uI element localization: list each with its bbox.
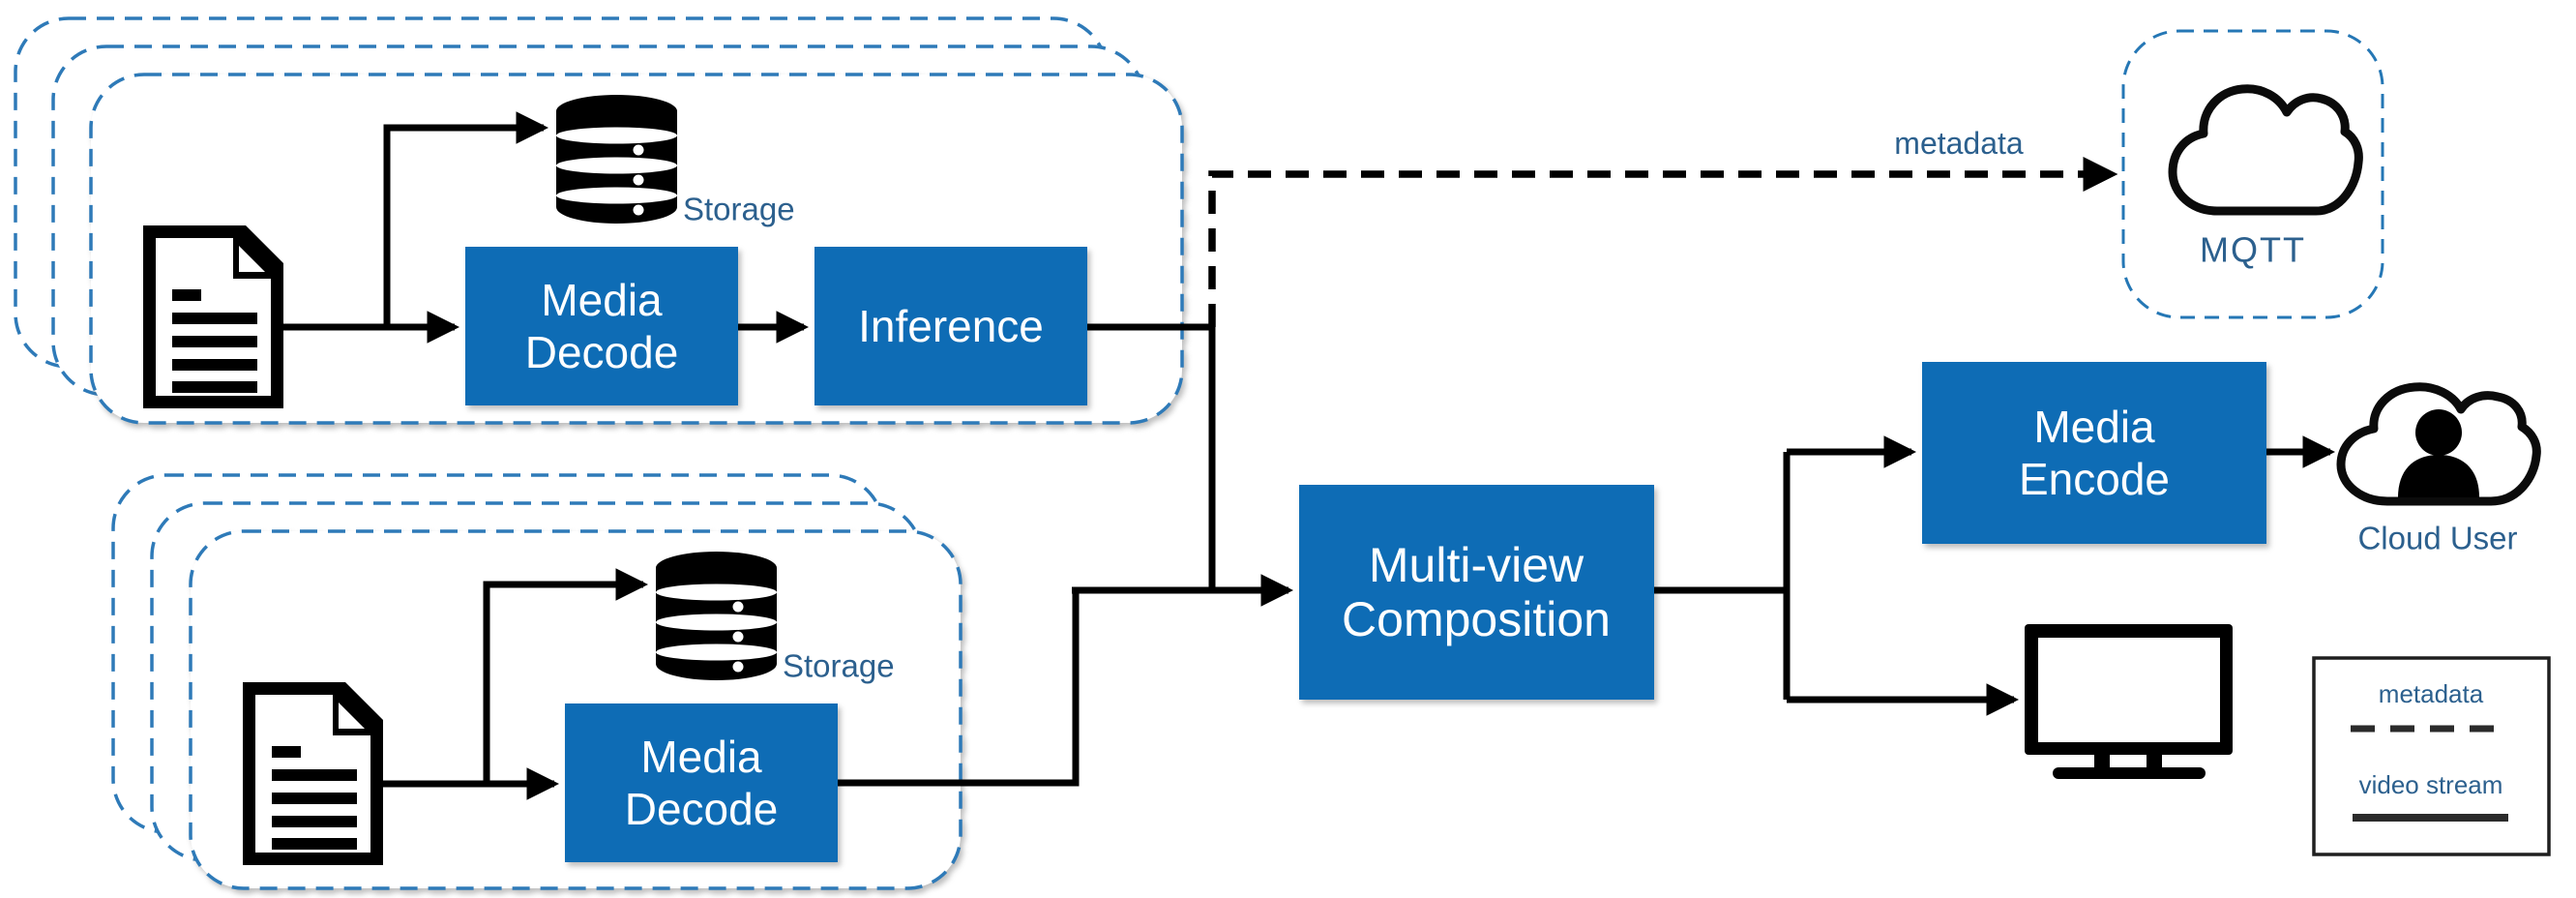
media-file-icon	[243, 682, 383, 865]
legend-video-stream-label: video stream	[2359, 770, 2503, 799]
legend-frame	[2312, 656, 2551, 856]
mqtt-label: MQTT	[2200, 230, 2306, 270]
monitor-screen	[2038, 638, 2220, 742]
media-decode-label-line1: Media	[541, 275, 663, 325]
metadata-flow: metadata	[1208, 126, 2118, 327]
mqtt-cloud-icon	[2168, 84, 2363, 216]
inference-label: Inference	[858, 301, 1044, 351]
multi-view-composition-box	[1299, 485, 1654, 700]
legend-metadata-label: metadata	[2379, 679, 2484, 708]
monitor-icon	[2025, 624, 2233, 779]
bottom-decode-output-connector	[838, 587, 1080, 787]
storage-label: Storage	[683, 192, 795, 227]
composition-label-line1: Multi-view	[1369, 538, 1584, 592]
storage-database-icon	[556, 95, 677, 224]
media-encode-box	[1922, 362, 2266, 544]
media-encode-label-line1: Media	[2033, 402, 2155, 452]
media-decode-label-line2: Decode	[625, 784, 779, 834]
bottom-pipeline: Storage Media Decode	[243, 552, 895, 865]
media-file-icon	[143, 225, 283, 408]
storage-label: Storage	[783, 648, 895, 684]
monitor-leg-right	[2147, 754, 2162, 769]
composition-stage: Multi-view Composition	[1299, 435, 2020, 716]
media-decode-box	[465, 247, 738, 405]
decode-to-storage-connector	[383, 111, 549, 330]
inference-box	[814, 247, 1087, 405]
legend: metadata video stream	[2312, 656, 2551, 856]
media-decode-box	[565, 703, 838, 862]
mqtt-panel: MQTT	[2121, 29, 2384, 319]
encode-stage: Media Encode Cloud User	[1922, 362, 2541, 556]
metadata-dashed-connector	[1208, 156, 2118, 327]
cloud-user-icon	[2336, 382, 2541, 506]
media-encode-label-line2: Encode	[2019, 454, 2170, 504]
user-shoulders	[2398, 455, 2479, 497]
decode-to-storage-connector	[483, 568, 649, 787]
metadata-flow-label: metadata	[1894, 126, 2024, 161]
monitor-leg-left	[2094, 754, 2110, 769]
user-head	[2415, 409, 2462, 456]
cloud-user-label: Cloud User	[2357, 521, 2517, 556]
composition-label-line2: Composition	[1342, 592, 1611, 646]
monitor-base	[2053, 767, 2206, 779]
media-decode-label-line2: Decode	[525, 327, 679, 377]
storage-database-icon	[656, 552, 777, 680]
top-pipeline: Storage Media Decode Inference	[143, 95, 1087, 408]
media-decode-label-line1: Media	[640, 732, 762, 782]
